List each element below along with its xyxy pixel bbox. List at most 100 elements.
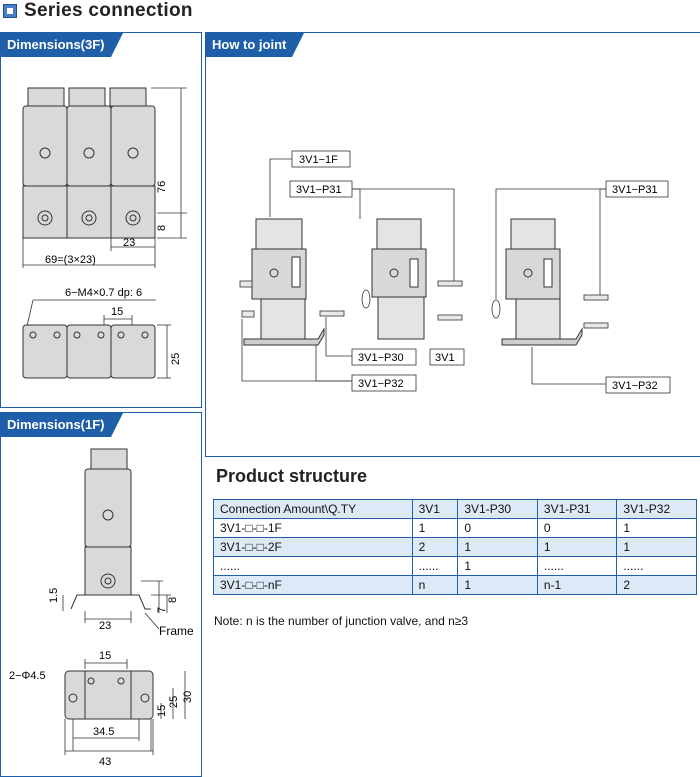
coil-cap <box>68 87 106 107</box>
valve-base <box>66 185 112 239</box>
table-header-row: Connection Amount\Q.TY 3V1 3V1-P30 3V1-P… <box>213 499 697 519</box>
table-cell: ...... <box>411 556 459 576</box>
table-cell: 3V1-□-□-nF <box>213 575 413 595</box>
table-cell: ...... <box>536 556 618 576</box>
panel-how-to-joint: How to joint <box>205 32 700 457</box>
label-box-p32a: 3V1−P32 <box>351 374 417 392</box>
valve-base <box>22 185 68 239</box>
port <box>125 210 141 226</box>
frame-label: Frame <box>159 624 194 638</box>
panel-tab-dimensions-1f: Dimensions(1F) <box>1 413 122 437</box>
label-box-3v1: 3V1 <box>429 348 465 366</box>
column-header: Connection Amount\Q.TY <box>213 499 413 519</box>
dim-34-5-label: 34.5 <box>93 726 114 738</box>
frame-bracket <box>70 594 151 610</box>
section-header: Series connection <box>0 0 700 26</box>
label-box-1f: 3V1−1F <box>291 150 351 168</box>
port-inner <box>85 214 93 222</box>
coil-cap <box>90 448 128 470</box>
coil-screw <box>83 147 95 159</box>
dim-76-label: 76 <box>156 181 168 193</box>
hole-spec-label: 2−Φ4.5 <box>9 670 46 682</box>
dim-15-label: 15 <box>111 306 123 318</box>
label-3v1-p31-a: 3V1−P31 <box>296 184 342 196</box>
valve-assembly-1 <box>243 218 325 346</box>
coil-body <box>84 468 132 548</box>
table-cell: 1 <box>616 537 697 557</box>
table-row: 3V1-□-□-2F 2 1 1 1 <box>213 537 697 557</box>
label-3v1-p32-a: 3V1−P32 <box>358 378 404 390</box>
table-cell: 1 <box>457 537 538 557</box>
label-3v1-1f: 3V1−1F <box>299 154 338 166</box>
table-cell: n-1 <box>536 575 618 595</box>
thread-spec-label: 6−M4×0.7 dp: 6 <box>65 287 142 299</box>
valve-top <box>66 324 112 379</box>
panel-dimensions-3f: Dimensions(3F) <box>0 32 202 408</box>
label-box-p31a: 3V1−P31 <box>289 180 353 198</box>
table-cell: ...... <box>213 556 413 576</box>
how-to-joint-drawing: 3V1−1F 3V1−P31 3V1−P31 3V1−P30 3V1 3V1−P… <box>239 150 671 394</box>
column-header: 3V1 <box>411 499 459 519</box>
coil-cap <box>109 87 147 107</box>
table-cell: 2 <box>411 537 459 557</box>
label-3v1-p31-b: 3V1−P31 <box>612 184 658 196</box>
dim-8-label-1f: 8 <box>167 597 179 603</box>
dim-side-15-label: 15 <box>156 705 168 717</box>
dim-side-25-label: 25 <box>168 696 180 708</box>
panel-tab-how-to-joint: How to joint <box>206 33 305 57</box>
column-header: 3V1-P32 <box>616 499 697 519</box>
table-cell: 3V1-□-□-2F <box>213 537 413 557</box>
dim-1-5-label: 1.5 <box>48 588 60 603</box>
table-row: 3V1-□-□-1F 1 0 0 1 <box>213 518 697 538</box>
coil-body <box>22 105 68 187</box>
panel-dimensions-1f: Dimensions(1F) <box>0 412 202 777</box>
section-title: Series connection <box>24 0 193 21</box>
label-box-p31b: 3V1−P31 <box>605 180 669 198</box>
valve-assembly-2 <box>371 218 427 340</box>
dim-8-label: 8 <box>156 225 168 231</box>
table-cell: n <box>411 575 459 595</box>
table-cell: 0 <box>536 518 618 538</box>
product-structure-title: Product structure <box>216 466 368 486</box>
table-cell: 0 <box>457 518 538 538</box>
label-box-p30: 3V1−P30 <box>351 348 417 366</box>
table-row: ...... ...... 1 ...... ...... <box>213 556 697 576</box>
label-box-p32b: 3V1−P32 <box>605 376 671 394</box>
coil-screw <box>39 147 51 159</box>
table-cell: 1 <box>457 556 538 576</box>
dim-23-label: 23 <box>123 237 135 249</box>
product-structure-table: Connection Amount\Q.TY 3V1 3V1-P30 3V1-P… <box>213 499 697 595</box>
dim-side-30-label: 30 <box>182 691 194 703</box>
table-cell: 1 <box>457 575 538 595</box>
dim-43-label: 43 <box>99 756 111 768</box>
coil-cap <box>27 87 65 107</box>
dimensions-3f-drawing: 76 8 23 69=(3×23) 6−M4×0.7 dp: 6 15 25 <box>22 87 187 379</box>
coil-screw <box>127 147 139 159</box>
coil-body <box>110 105 156 187</box>
table-cell: 1 <box>411 518 459 538</box>
label-3v1-p30: 3V1−P30 <box>358 352 404 364</box>
table-row: 3V1-□-□-nF n 1 n-1 2 <box>213 575 697 595</box>
dim-7-label-1f: 7 <box>156 607 168 613</box>
label-3v1: 3V1 <box>435 352 455 364</box>
table-cell: ...... <box>616 556 697 576</box>
valve-base <box>84 546 132 596</box>
label-3v1-p32-b: 3V1−P32 <box>612 380 658 392</box>
dim-top-15-label: 15 <box>99 650 111 662</box>
port-inner <box>129 214 137 222</box>
square-bullet-icon <box>3 4 17 18</box>
product-structure-note: Note: n is the number of junction valve,… <box>214 614 469 628</box>
dimensions-1f-drawing: 1.5 23 8 7 Frame 15 2−Φ4.5 15 25 30 34.5… <box>9 448 194 768</box>
valve-top <box>22 324 68 379</box>
port-inner <box>41 214 49 222</box>
panel-tab-dimensions-3f: Dimensions(3F) <box>1 33 122 57</box>
dim-25-label: 25 <box>170 353 182 365</box>
dim-23-label-1f: 23 <box>99 620 111 632</box>
valve-base <box>110 185 156 239</box>
column-header: 3V1-P30 <box>457 499 538 519</box>
port <box>81 210 97 226</box>
column-header: 3V1-P31 <box>536 499 618 519</box>
dim-total-label: 69=(3×23) <box>45 254 96 266</box>
valve-assembly-3 <box>501 218 583 346</box>
table-cell: 1 <box>536 537 618 557</box>
